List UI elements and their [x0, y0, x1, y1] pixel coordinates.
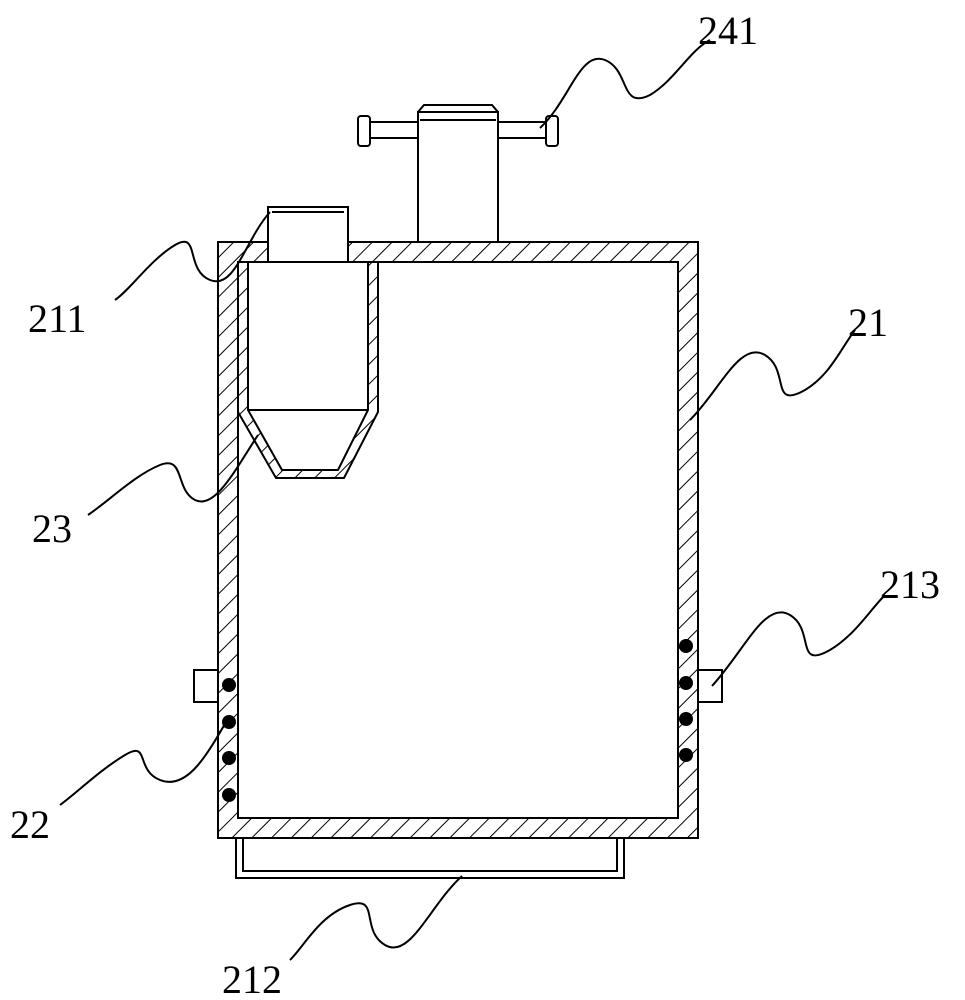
label-212: 212 — [222, 957, 282, 1000]
label-21: 21 — [848, 300, 888, 345]
label-241: 241 — [698, 8, 758, 53]
label-23: 23 — [32, 506, 72, 551]
leader-lines — [59, 39, 886, 961]
heating-coils — [222, 639, 693, 802]
top-pipe — [417, 104, 499, 243]
label-211: 211 — [28, 296, 87, 341]
bottom-tray — [235, 838, 625, 879]
container-wall — [217, 241, 699, 839]
leader-211 — [114, 211, 271, 301]
leader-241 — [539, 39, 711, 129]
label-213: 213 — [880, 562, 940, 607]
leader-212 — [289, 875, 463, 961]
side-lugs — [193, 669, 723, 703]
leader-22 — [59, 719, 228, 806]
leader-213 — [711, 594, 886, 687]
inner-funnel — [237, 261, 379, 479]
leader-23 — [87, 434, 259, 516]
inlet-pipe — [267, 206, 349, 263]
leader-21 — [689, 329, 856, 421]
label-22: 22 — [10, 802, 50, 847]
handle-241 — [357, 115, 559, 147]
